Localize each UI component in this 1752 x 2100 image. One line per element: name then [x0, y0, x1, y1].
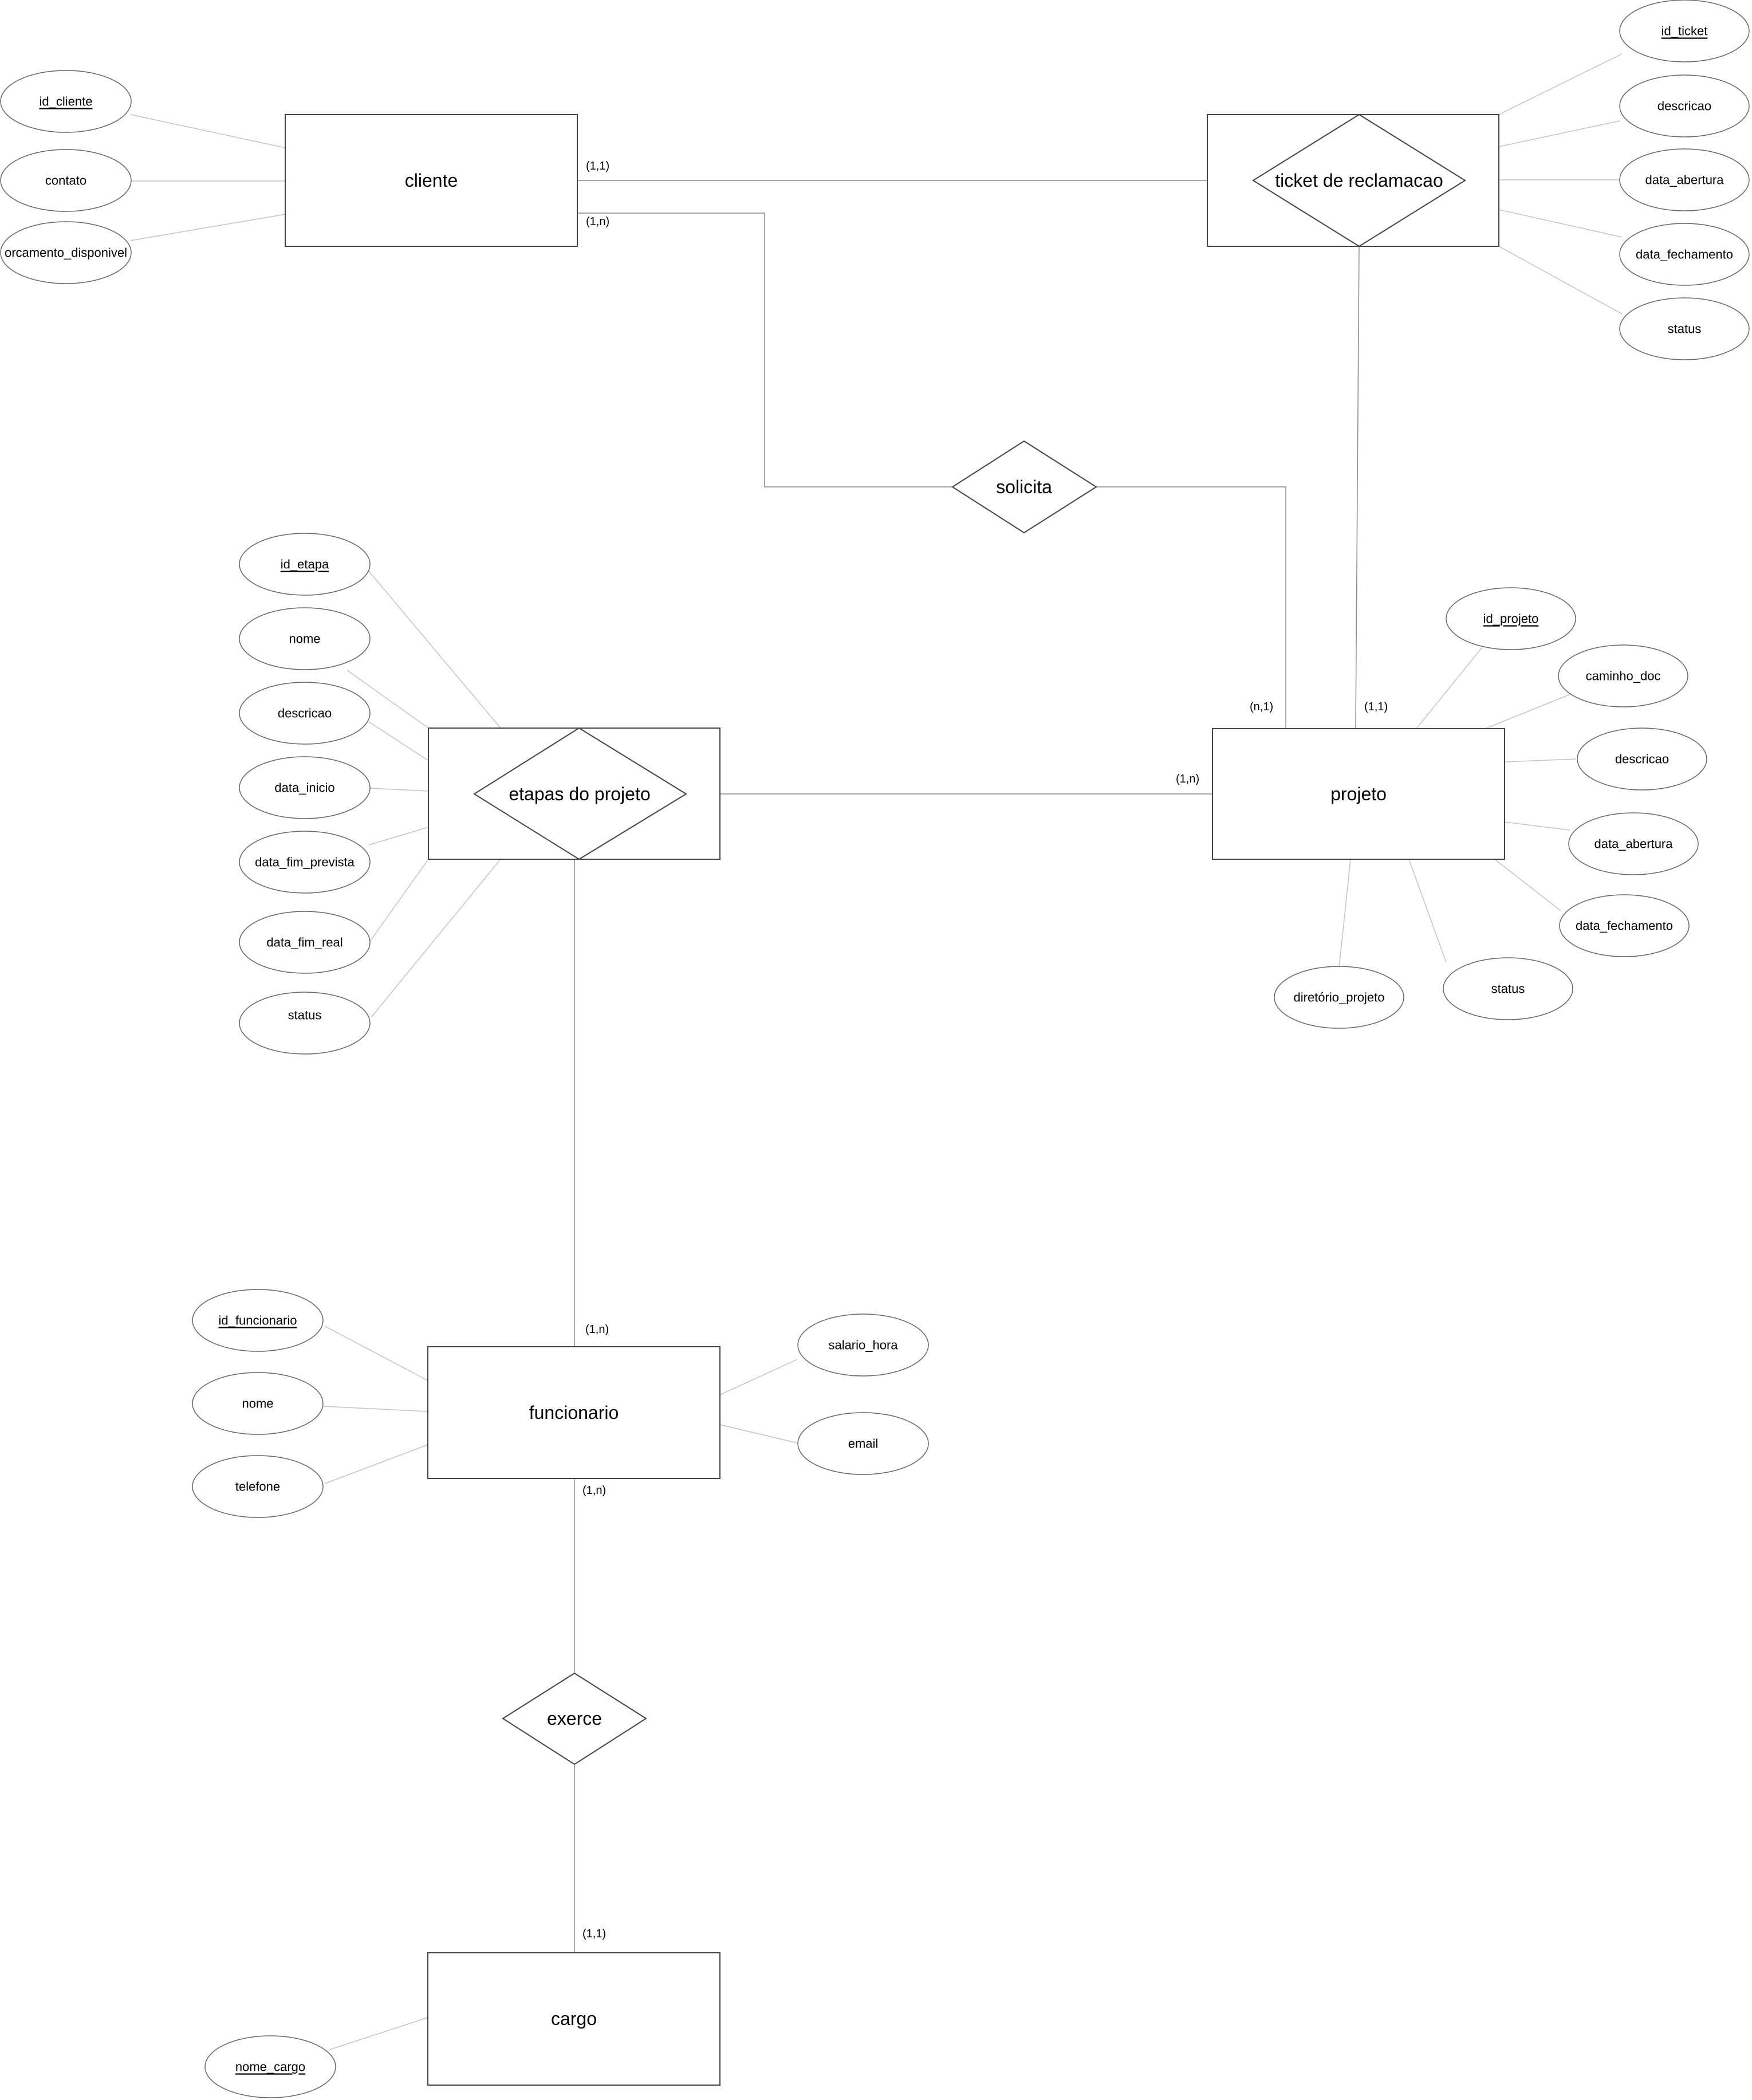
- attribute-label: id_etapa: [281, 557, 329, 572]
- cardinality-cliente-ticket: (1,1): [586, 160, 609, 172]
- entity-cargo[interactable]: cargo: [427, 1952, 721, 2086]
- attribute-label: diretório_projeto: [1294, 990, 1385, 1005]
- relationship-label-solicita: solicita: [996, 477, 1052, 497]
- attribute-telefone[interactable]: telefone: [192, 1455, 324, 1518]
- attribute-data-inicio[interactable]: data_inicio: [239, 756, 371, 819]
- attribute-label: descricao: [1615, 752, 1669, 766]
- entity-label-etapas: etapas do projeto: [509, 784, 650, 804]
- entity-funcionario[interactable]: funcionario: [427, 1346, 721, 1479]
- attribute-email[interactable]: email: [797, 1412, 929, 1475]
- attribute-label: orcamento_disponivel: [5, 246, 127, 260]
- attribute-label: telefone: [235, 1480, 280, 1494]
- line-solicita-projeto: [1096, 486, 1286, 729]
- attribute-label: data_abertura: [1645, 173, 1725, 187]
- entity-ticket-de-reclamacao[interactable]: ticket de reclamacao: [1207, 113, 1499, 247]
- attribute-label: status: [288, 1008, 322, 1023]
- line-cliente-solicita: [577, 213, 952, 487]
- attribute-label: id_projeto: [1483, 612, 1539, 626]
- attribute-label: data_fechamento: [1636, 247, 1733, 262]
- cardinality-funcionario-etapas: (1,n): [585, 1323, 609, 1336]
- attribute-label: status: [1668, 322, 1702, 336]
- attribute-label: data_fechamento: [1576, 919, 1673, 933]
- attribute-label: data_fim_real: [266, 935, 342, 950]
- attribute-id-funcionario[interactable]: id_funcionario: [192, 1289, 324, 1352]
- attribute-label: id_cliente: [40, 95, 93, 109]
- attribute-data-fechamento-projeto[interactable]: data_fechamento: [1559, 894, 1690, 957]
- attribute-label: salario_hora: [828, 1338, 898, 1352]
- attribute-id-cliente[interactable]: id_cliente: [0, 70, 132, 133]
- attribute-label: nome: [289, 632, 320, 646]
- attribute-label: contato: [45, 174, 86, 188]
- attribute-label: email: [848, 1437, 879, 1451]
- attribute-nome-cargo[interactable]: nome_cargo: [204, 2035, 336, 2098]
- cardinality-projeto-solicita: (n,1): [1250, 701, 1273, 713]
- relationship-exerce[interactable]: exerce: [502, 1672, 647, 1765]
- cardinality-cargo-exerce: (1,1): [582, 1928, 606, 1940]
- attribute-label: data_inicio: [274, 781, 334, 795]
- entity-label-cargo: cargo: [551, 2008, 597, 2029]
- cardinality-cliente-solicita: (1,n): [586, 215, 609, 228]
- attribute-diretorio-projeto[interactable]: diretório_projeto: [1274, 966, 1404, 1029]
- attribute-data-abertura-projeto[interactable]: data_abertura: [1568, 812, 1699, 875]
- attribute-orcamento-disponivel[interactable]: orcamento_disponivel: [0, 221, 132, 284]
- attribute-label: nome_cargo: [235, 2060, 305, 2074]
- attribute-descricao-etapa[interactable]: descricao: [239, 682, 371, 745]
- attribute-lines: [130, 53, 1623, 2050]
- entity-etapas-do-projeto[interactable]: etapas do projeto: [428, 727, 721, 860]
- cardinality-projeto-etapas: (1,n): [1176, 773, 1199, 785]
- attribute-nome-funcionario[interactable]: nome: [192, 1372, 324, 1435]
- attribute-label: descricao: [278, 706, 332, 721]
- attribute-status-ticket[interactable]: status: [1619, 297, 1750, 360]
- entity-label-projeto: projeto: [1330, 784, 1387, 804]
- attribute-id-projeto[interactable]: id_projeto: [1446, 587, 1576, 650]
- attribute-contato[interactable]: contato: [0, 149, 132, 212]
- entity-label-cliente: cliente: [405, 170, 458, 191]
- attribute-label: data_abertura: [1594, 837, 1674, 851]
- attribute-status-projeto[interactable]: status: [1443, 957, 1573, 1020]
- attribute-label: caminho_doc: [1586, 669, 1661, 683]
- attribute-id-etapa[interactable]: id_etapa: [239, 533, 371, 596]
- attribute-data-fim-real[interactable]: data_fim_real: [239, 911, 371, 974]
- attribute-salario-hora[interactable]: salario_hora: [797, 1314, 929, 1377]
- line-ticket-projeto: [1355, 246, 1360, 729]
- attribute-id-ticket[interactable]: id_ticket: [1619, 0, 1750, 62]
- attribute-descricao-ticket[interactable]: descricao: [1619, 74, 1750, 137]
- entity-cliente[interactable]: cliente: [285, 114, 578, 247]
- relationship-label-exerce: exerce: [547, 1708, 602, 1729]
- cardinality-funcionario-exerce: (1,n): [582, 1484, 606, 1497]
- relationship-solicita[interactable]: solicita: [951, 440, 1097, 534]
- attribute-label: status: [1491, 982, 1525, 996]
- attribute-data-abertura-ticket[interactable]: data_abertura: [1619, 148, 1750, 211]
- attribute-caminho-doc[interactable]: caminho_doc: [1558, 644, 1688, 707]
- cardinality-projeto-ticket: (1,1): [1364, 701, 1388, 713]
- attribute-descricao-projeto[interactable]: descricao: [1577, 727, 1707, 791]
- attribute-nome-etapa[interactable]: nome: [239, 607, 371, 670]
- attribute-label: data_fim_prevista: [255, 855, 355, 870]
- attribute-data-fechamento-ticket[interactable]: data_fechamento: [1619, 223, 1750, 286]
- entity-projeto[interactable]: projeto: [1212, 728, 1505, 860]
- attribute-label: id_ticket: [1662, 24, 1708, 38]
- entity-label-ticket: ticket de reclamacao: [1275, 170, 1443, 191]
- attribute-label: id_funcionario: [219, 1314, 297, 1328]
- entity-label-funcionario: funcionario: [529, 1402, 619, 1423]
- attribute-label: descricao: [1657, 99, 1711, 113]
- attribute-data-fim-prevista[interactable]: data_fim_prevista: [239, 831, 371, 894]
- attribute-status-etapa[interactable]: status: [239, 992, 371, 1055]
- relationship-lines: [574, 180, 1360, 1953]
- cardinality-labels: (1,1) (1,n) (n,1) (1,1) (1,n) (1,n) (1,n…: [582, 160, 1388, 1940]
- attribute-label: nome: [242, 1397, 273, 1411]
